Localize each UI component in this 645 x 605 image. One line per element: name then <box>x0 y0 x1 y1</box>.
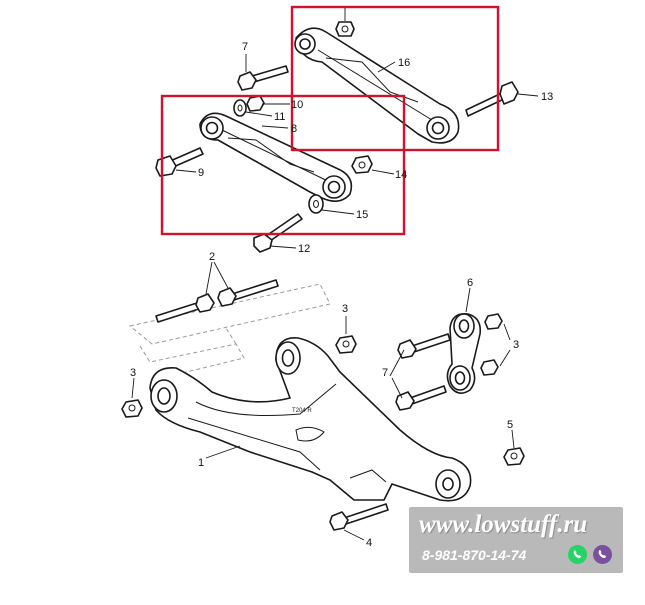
nut-5[interactable] <box>503 447 525 466</box>
washer-15[interactable] <box>308 194 324 214</box>
watermark-phone[interactable]: 8-981-870-14-74 <box>422 547 527 563</box>
washer-11[interactable] <box>233 99 247 117</box>
label-5: 5 <box>507 419 513 431</box>
watermark-banner: www.lowstuff.ru 8-981-870-14-74 <box>409 507 623 573</box>
svg-text:T204 R: T204 R <box>292 408 312 414</box>
label-14: 14 <box>395 169 407 181</box>
label-8: 8 <box>291 123 297 135</box>
bolt-7-lower[interactable] <box>395 385 447 411</box>
label-9: 9 <box>198 167 204 179</box>
bolt-2-right[interactable] <box>217 279 279 307</box>
lower-arm-8[interactable] <box>199 112 353 202</box>
label-2: 2 <box>209 251 215 263</box>
label-10: 10 <box>291 99 303 111</box>
nut-3-center[interactable] <box>335 335 357 354</box>
label-16: 16 <box>398 57 410 69</box>
nut-3-right-bottom[interactable] <box>480 359 499 376</box>
label-7-top: 7 <box>242 41 248 53</box>
link-6[interactable] <box>446 312 482 394</box>
bolt-4[interactable] <box>329 503 389 531</box>
label-4: 4 <box>366 537 372 549</box>
nut-10[interactable] <box>246 95 265 112</box>
bolt-7-top[interactable] <box>237 65 289 91</box>
leader-lines <box>131 8 539 541</box>
upper-arm-16[interactable] <box>294 27 460 144</box>
highlight-box-lower <box>160 94 406 236</box>
label-3-right: 3 <box>513 339 519 351</box>
label-13: 13 <box>541 91 553 103</box>
label-1: 1 <box>198 457 204 469</box>
whatsapp-icon[interactable] <box>568 545 587 564</box>
label-15: 15 <box>356 209 368 221</box>
label-3-center: 3 <box>342 303 348 315</box>
part-labels: 16 13 7 10 11 8 9 14 15 12 2 3 3 6 3 7 5… <box>130 41 553 549</box>
watermark-url[interactable]: www.lowstuff.ru <box>419 511 588 538</box>
nut-top[interactable] <box>335 21 355 37</box>
bolt-13[interactable] <box>465 81 519 117</box>
subframe-outline <box>128 283 331 377</box>
lower-control-arm-1[interactable]: T204 R <box>149 337 472 502</box>
nut-3-left[interactable] <box>121 399 143 418</box>
bolt-7-upper[interactable] <box>397 333 451 359</box>
highlight-box-upper <box>290 5 500 152</box>
nut-14[interactable] <box>351 155 373 174</box>
nut-3-right-top[interactable] <box>484 313 503 330</box>
label-6: 6 <box>467 277 473 289</box>
label-12: 12 <box>298 243 310 255</box>
viber-icon[interactable] <box>593 545 612 564</box>
label-7-bottom: 7 <box>382 367 388 379</box>
label-11: 11 <box>274 111 285 123</box>
bolt-2-left[interactable] <box>155 293 215 323</box>
label-3-left: 3 <box>130 367 136 379</box>
